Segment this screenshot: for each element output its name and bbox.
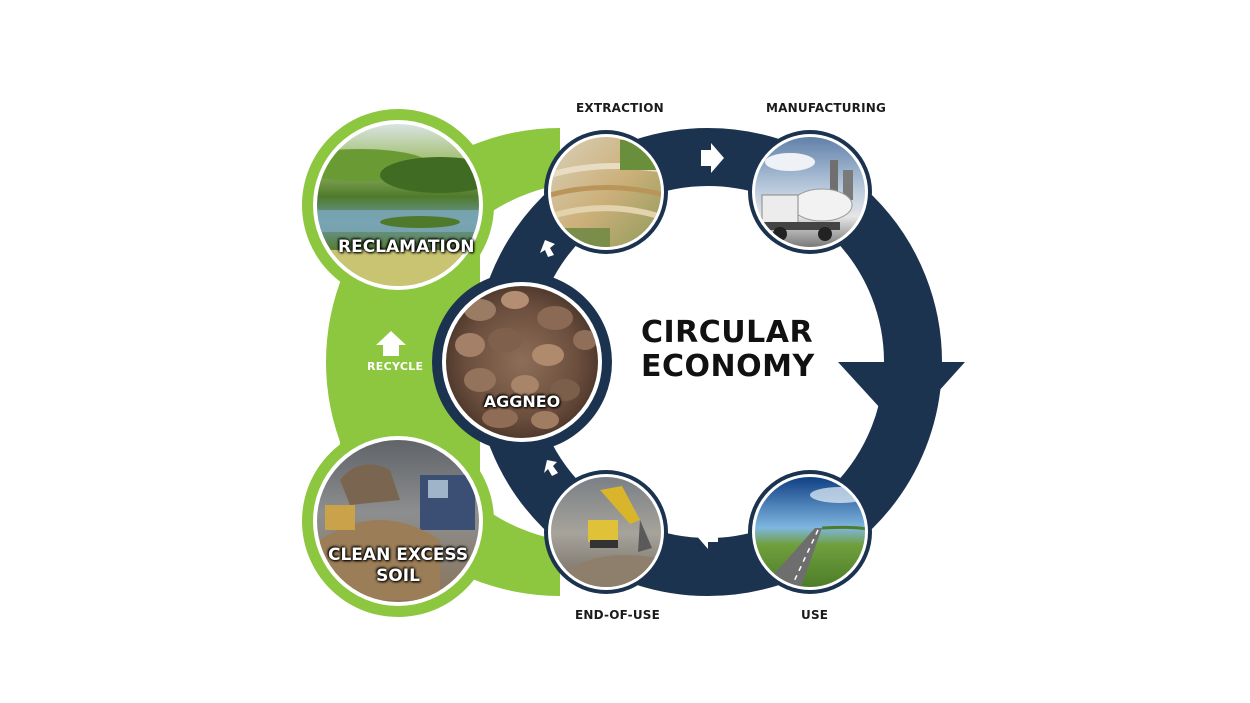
diagram-title: CIRCULAR ECONOMY: [641, 316, 815, 384]
label-clean-excess-soil-line1: CLEAN EXCESS: [328, 545, 469, 565]
label-manufacturing: MANUFACTURING: [766, 101, 887, 115]
label-extraction: EXTRACTION: [576, 101, 664, 115]
title-line-1: CIRCULAR: [641, 315, 814, 350]
label-use: USE: [801, 608, 829, 622]
title-line-2: ECONOMY: [641, 349, 815, 384]
label-clean-excess-soil-line2: SOIL: [376, 566, 420, 586]
arrow-left-icon: [695, 519, 718, 549]
label-clean-excess-soil: CLEAN EXCESS SOIL: [328, 545, 468, 587]
manufacturing-photo: [755, 137, 865, 247]
small-arrow-up-left-icon: [540, 240, 555, 257]
arrow-right-icon: [701, 143, 724, 173]
label-recycle: RECYCLE: [367, 360, 424, 373]
aggneo-photo: [446, 286, 598, 438]
label-end-of-use: END-OF-USE: [575, 608, 660, 622]
label-aggneo: AGGNEO: [483, 392, 561, 411]
use-photo: [755, 477, 865, 587]
end-of-use-photo: [551, 477, 661, 587]
small-arrow-up-left-icon-lower: [544, 460, 558, 476]
arrow-up-icon: [376, 331, 406, 356]
label-reclamation: RECLAMATION: [338, 237, 475, 257]
big-arrow-down-icon: [838, 362, 965, 432]
reclamation-photo: [317, 124, 479, 286]
